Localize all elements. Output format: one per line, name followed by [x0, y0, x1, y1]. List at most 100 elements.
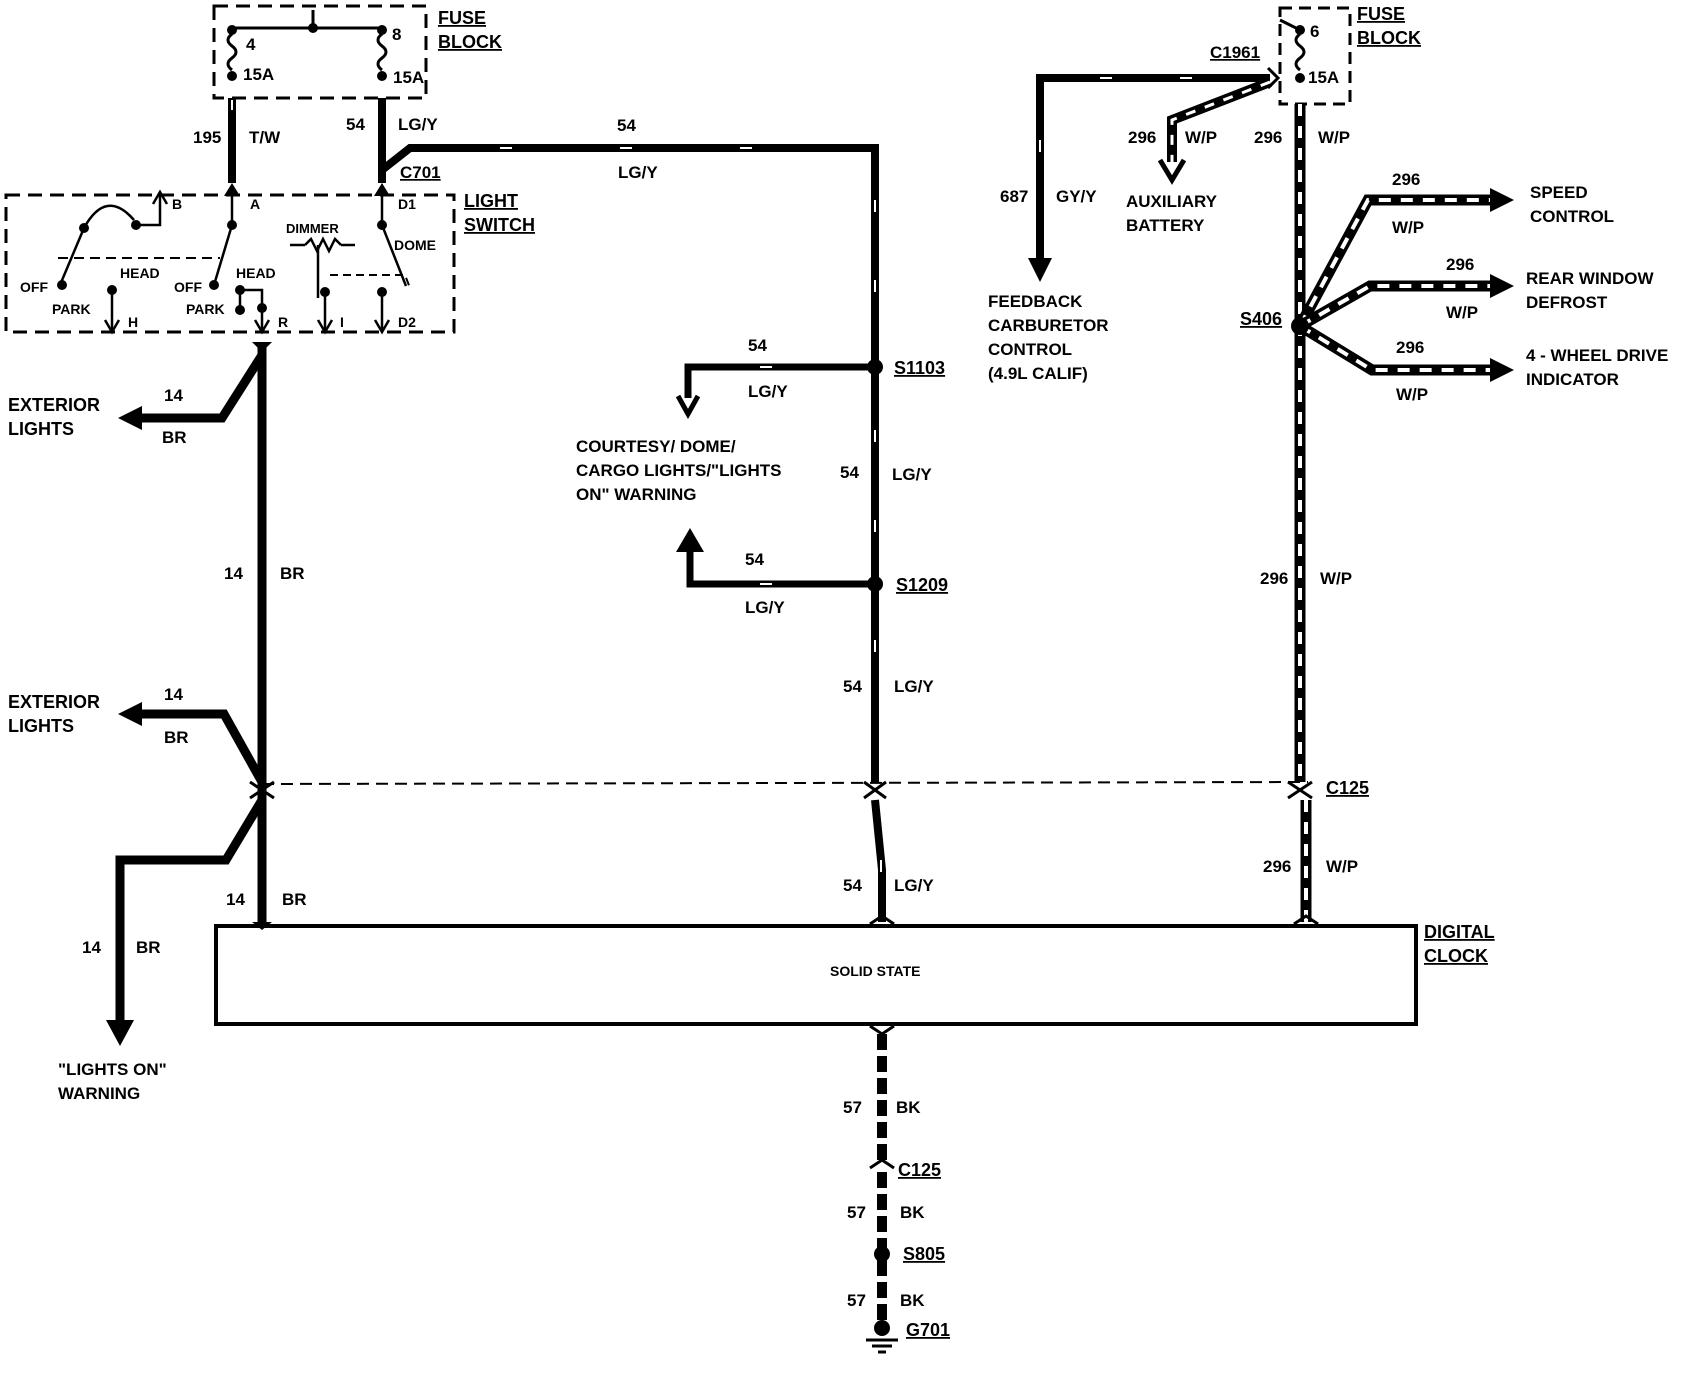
wire-687: [1028, 66, 1281, 282]
wire-54-s1209-number: 54: [745, 550, 764, 569]
wire-14-e-number: 14: [82, 938, 101, 957]
aux-battery-line1: AUXILIARY: [1126, 192, 1218, 211]
fuse-block-left-title-1: FUSE: [438, 8, 486, 28]
wire-296-bot-number: 296: [1263, 857, 1291, 876]
wire-195-color: T/W: [249, 128, 281, 147]
wire-54-top-color: LG/Y: [618, 163, 658, 182]
wire-14-main: [106, 342, 275, 1046]
wire-296-aux-number: 296: [1128, 128, 1156, 147]
wire-195-number: 195: [193, 128, 221, 147]
digital-clock: SOLID STATE DIGITAL CLOCK: [214, 922, 1495, 1026]
speed-control-line2: CONTROL: [1530, 207, 1614, 226]
terminal-d1: D1: [398, 196, 416, 212]
label-head-1: HEAD: [120, 265, 160, 281]
wire-54-mid-color: LG/Y: [892, 465, 932, 484]
feedback-line2: CARBURETOR: [988, 316, 1109, 335]
four-wheel-drive-line2: INDICATOR: [1526, 370, 1619, 389]
wire-296-top-number: 296: [1254, 128, 1282, 147]
label-off-1: OFF: [20, 279, 48, 295]
wire-14-c-number: 14: [164, 685, 183, 704]
wire-687-number: 687: [1000, 187, 1028, 206]
wire-296-defrost-number: 296: [1446, 255, 1474, 274]
wire-296-main-column: [1287, 104, 1514, 926]
wire-14-a-number: 14: [164, 386, 183, 405]
wire-296-aux: [1157, 77, 1272, 185]
wire-14-d-number: 14: [226, 890, 245, 909]
fuse-block-left: 4 15A 8 15A FUSE BLOCK: [212, 4, 502, 100]
wire-54-s1209-color: LG/Y: [745, 598, 785, 617]
aux-battery-line2: BATTERY: [1126, 216, 1205, 235]
wire-54-bot-color: LG/Y: [894, 876, 934, 895]
connector-c1961: C1961: [1210, 43, 1260, 62]
lights-on-line1: "LIGHTS ON": [58, 1060, 167, 1079]
terminal-b: B: [172, 196, 182, 212]
clock-title-1: DIGITAL: [1424, 922, 1495, 942]
wire-57-a-number: 57: [843, 1098, 862, 1117]
fuse-4-amperage: 15A: [243, 65, 274, 84]
exterior-lights-2-line2: LIGHTS: [8, 716, 74, 736]
wire-57-b-color: BK: [900, 1203, 925, 1222]
wire-14-e-color: BR: [136, 938, 161, 957]
wire-54-s1103-color: LG/Y: [748, 382, 788, 401]
label-dimmer: DIMMER: [286, 221, 339, 236]
feedback-line3: CONTROL: [988, 340, 1072, 359]
wire-14-b-color: BR: [280, 564, 305, 583]
light-switch: B A D1 H R I D2 HEAD HEAD OFF OFF PARK P…: [4, 183, 535, 335]
wire-296-mid-color: W/P: [1320, 569, 1352, 588]
wire-296-4wd-number: 296: [1396, 338, 1424, 357]
wire-296-top-color: W/P: [1318, 128, 1350, 147]
fuse-block-right-title-2: BLOCK: [1357, 28, 1421, 48]
wire-54-low-color: LG/Y: [894, 677, 934, 696]
rear-defrost-line1: REAR WINDOW: [1526, 269, 1654, 288]
feedback-line4: (4.9L CALIF): [988, 364, 1088, 383]
feedback-line1: FEEDBACK: [988, 292, 1083, 311]
terminal-r: R: [278, 314, 288, 330]
wire-687-color: GY/Y: [1056, 187, 1097, 206]
fuse-8-amperage: 15A: [393, 68, 424, 87]
four-wheel-drive-line1: 4 - WHEEL DRIVE: [1526, 346, 1668, 365]
connector-c125-line: [261, 781, 1309, 785]
fuse-block-right: 6 15A FUSE BLOCK C1961: [1210, 4, 1421, 106]
splice-s406: S406: [1240, 309, 1282, 329]
terminal-a: A: [250, 196, 260, 212]
fuse-block-left-title-2: BLOCK: [438, 32, 502, 52]
label-head-2: HEAD: [236, 265, 276, 281]
label-park-1: PARK: [52, 301, 91, 317]
wire-54-number: 54: [346, 115, 365, 134]
courtesy-line2: CARGO LIGHTS/"LIGHTS: [576, 461, 781, 480]
connector-c125-bot: C125: [898, 1160, 941, 1180]
wire-296-speed-color: W/P: [1392, 218, 1424, 237]
wire-14-b-number: 14: [224, 564, 243, 583]
wire-14-a-color: BR: [162, 428, 187, 447]
lights-on-line2: WARNING: [58, 1084, 140, 1103]
wire-54-mid-number: 54: [840, 463, 859, 482]
wire-296-defrost-color: W/P: [1446, 303, 1478, 322]
splice-s1103: S1103: [894, 358, 945, 378]
exterior-lights-2-line1: EXTERIOR: [8, 692, 100, 712]
wire-54-low-number: 54: [843, 677, 862, 696]
wire-14-c-color: BR: [164, 728, 189, 747]
terminal-h: H: [128, 314, 138, 330]
wire-57-c-number: 57: [847, 1291, 866, 1310]
exterior-lights-1-line2: LIGHTS: [8, 419, 74, 439]
wire-14-d-color: BR: [282, 890, 307, 909]
light-switch-title-2: SWITCH: [464, 215, 535, 235]
wire-54-s1103-number: 54: [748, 336, 767, 355]
ground-g701: G701: [906, 1320, 950, 1340]
wire-57-c-color: BK: [900, 1291, 925, 1310]
fuse-6-amperage: 15A: [1308, 68, 1339, 87]
splice-s805: S805: [903, 1244, 945, 1264]
connector-c125-top: C125: [1326, 778, 1369, 798]
wire-57-ground: [866, 1024, 898, 1354]
rear-defrost-line2: DEFROST: [1526, 293, 1608, 312]
wire-54-color: LG/Y: [398, 115, 438, 134]
speed-control-line1: SPEED: [1530, 183, 1588, 202]
clock-inner-label: SOLID STATE: [830, 963, 920, 979]
fuse-6-number: 6: [1310, 22, 1319, 41]
label-dome: DOME: [394, 237, 436, 253]
light-switch-title-1: LIGHT: [464, 191, 518, 211]
label-park-2: PARK: [186, 301, 225, 317]
fuse-block-right-title-1: FUSE: [1357, 4, 1405, 24]
wire-57-a-color: BK: [896, 1098, 921, 1117]
courtesy-line3: ON" WARNING: [576, 485, 696, 504]
